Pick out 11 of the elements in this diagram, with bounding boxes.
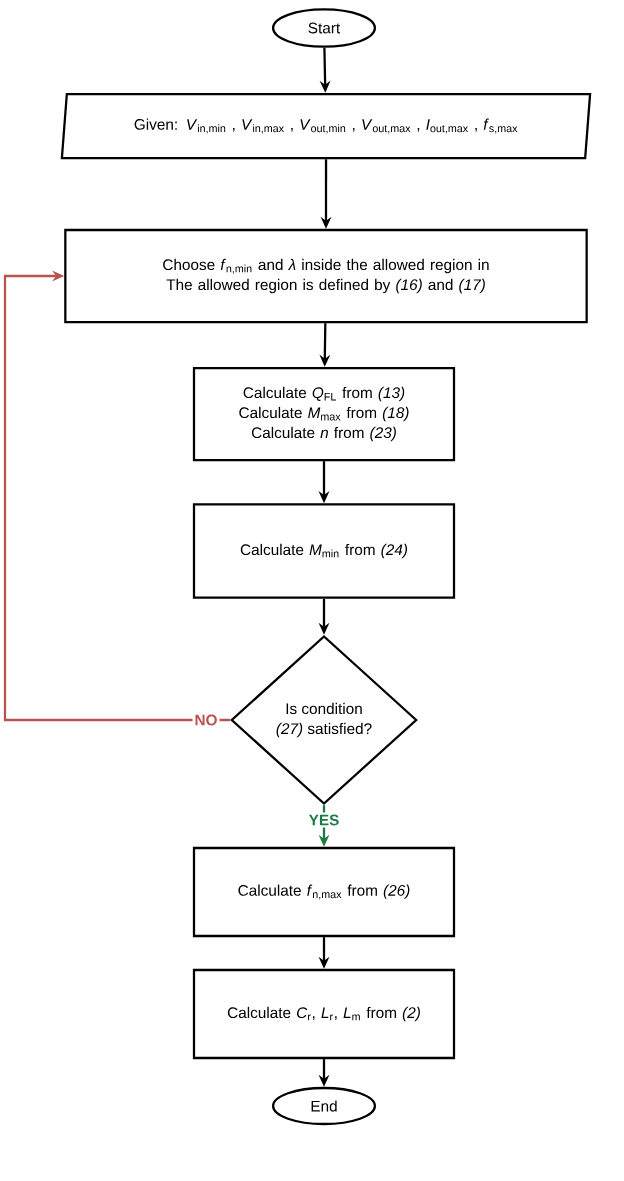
arrow	[3, 270, 231, 722]
end-terminal: End	[271, 1086, 377, 1126]
edge-label: YES	[306, 812, 342, 828]
process-box: Choose f$_{n,min}$ and λ inside the allowed region in The allowed region is defined by (16) and (17)	[64, 228, 588, 324]
edge-label: NO	[192, 712, 220, 728]
process-box: Calculate f$_{n,max}$ from (26)	[192, 846, 456, 938]
process-box: Calculate Q$_{FL}$ from (13) Calculate M$_{max}$ from (18) Calculate n from (23)	[192, 366, 456, 462]
start-terminal: Start	[271, 8, 377, 48]
process-box: Calculate C$_{r}$, L$_{r}$, L$_{m}$ from (2)	[192, 968, 456, 1060]
process-box: Calculate M$_{min}$ from (24)	[192, 503, 456, 599]
input-parallelogram: Given: V$_{in,min}$ , V$_{in,max}$ , V$_{out,min}$ , V$_{out,max}$ , I$_{out,max}$ , f$_{s,max}$	[60, 92, 592, 160]
